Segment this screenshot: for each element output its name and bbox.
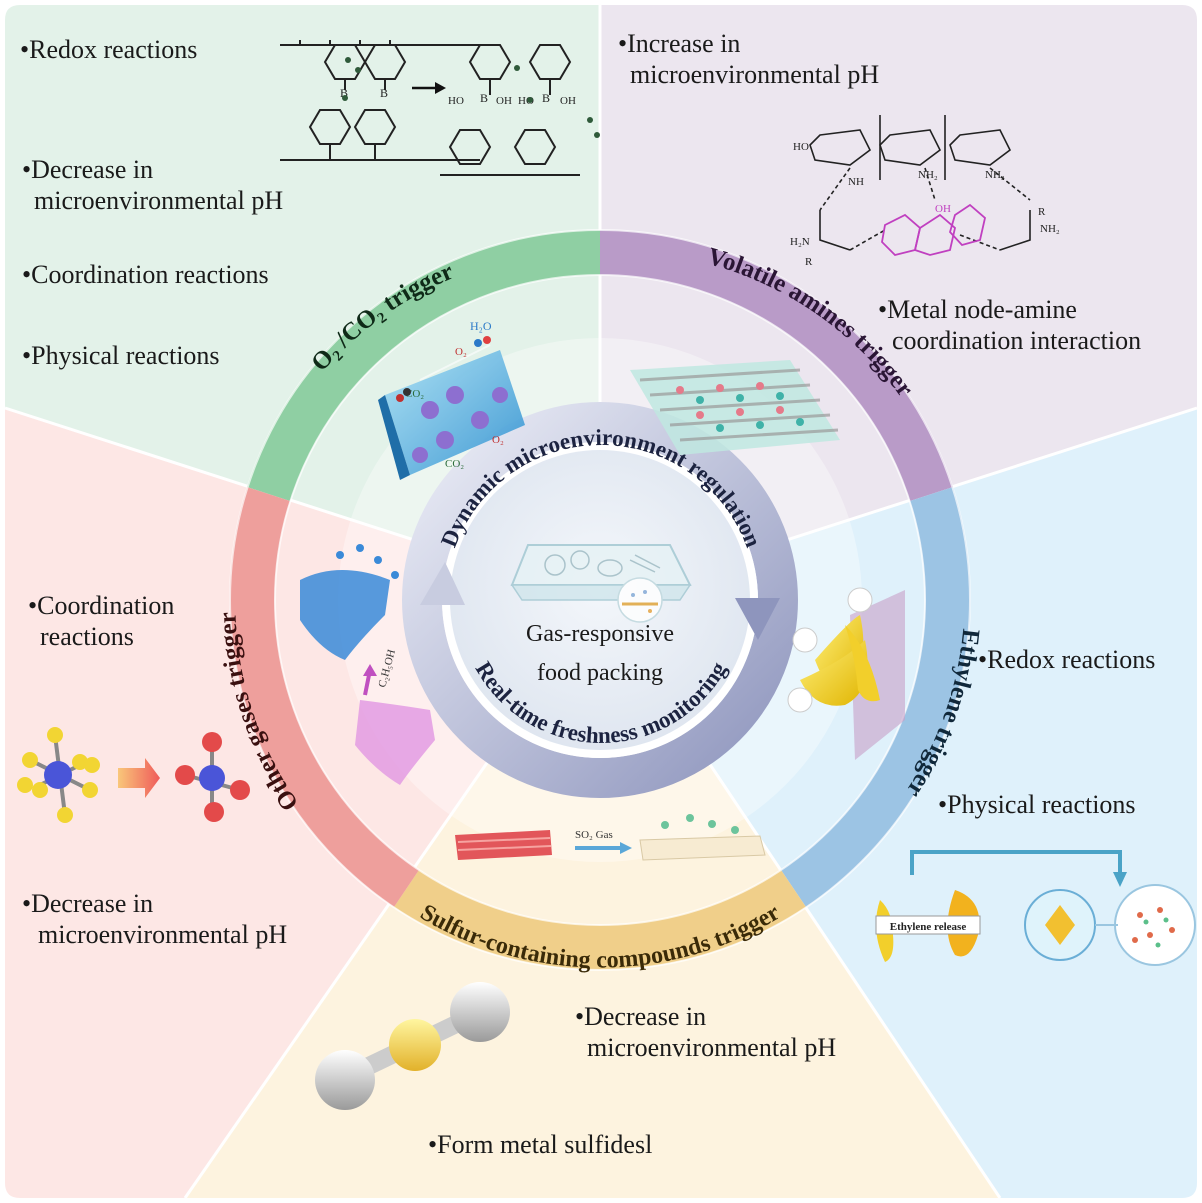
o2co2-point-4: •Physical reactions [22, 341, 220, 370]
nh2-label-1: NH₂ [918, 169, 938, 181]
other-point-2: •Decrease in [22, 889, 153, 918]
sulfur-point-2: •Form metal sulfidesl [428, 1130, 652, 1159]
sulfur-panel-text: •Decrease in microenvironmental pH •Form… [428, 1002, 836, 1159]
h2n-label: H₂N [790, 236, 810, 248]
trigger-ring [229, 229, 971, 971]
amines-point-2b: coordination interaction [892, 326, 1141, 355]
nh2-label-2: NH₂ [985, 169, 1005, 181]
nh-label: NH [848, 176, 864, 188]
amines-ring-arc [600, 229, 953, 501]
so4-molecule-icon [175, 732, 250, 822]
r-label-1: R [805, 256, 813, 268]
chitosan-anthocyanin-structure [809, 115, 1031, 251]
anthocyanin-ring [881, 203, 986, 256]
amines-point-1: •Increase in [618, 29, 740, 58]
boron-atom-1: B [340, 86, 348, 100]
o2-label-2: O₂ [492, 434, 504, 446]
sulfur-point-1: •Decrease in [575, 1002, 706, 1031]
o2co2-ring-arc [247, 229, 600, 501]
center-title-line2: food packing [537, 660, 663, 686]
sulfur-ring-arc [394, 870, 806, 970]
other-point-2b: microenvironmental pH [38, 920, 287, 949]
arrow-right-icon [735, 598, 780, 640]
ethylene-release-illustration: Ethylene release [875, 850, 1196, 966]
other-point-1: •Coordination [28, 591, 174, 620]
o2co2-film-illustration: CO₂ CO₂ O₂ O₂ H₂O [378, 319, 525, 480]
boron-atom-3: B [480, 91, 488, 105]
amines-panel [600, 5, 1197, 600]
ho-label-1: HO [448, 95, 464, 107]
sf6-molecule-icon [17, 727, 100, 823]
boronate-ester-structure [280, 40, 580, 176]
boron-atom-2: B [380, 86, 388, 100]
so2-molecule-icon [315, 982, 510, 1110]
ethylene-release-label: Ethylene release [890, 921, 967, 933]
amines-point-1b: microenvironmental pH [630, 60, 879, 89]
amines-film-illustration [630, 360, 840, 455]
other-point-1b: reactions [40, 622, 134, 651]
amines-panel-text: •Increase in microenvironmental pH •Meta… [618, 29, 1141, 355]
ethylene-point-2: •Physical reactions [938, 790, 1136, 819]
center-title-line1: Gas-responsive [526, 621, 674, 647]
other-ring-arc [229, 487, 419, 907]
arrow-left-icon [420, 562, 465, 605]
o2co2-point-3: •Coordination reactions [22, 260, 269, 289]
so2-gas-label: SO₂ Gas [575, 829, 613, 841]
other-panel-text: •Coordination reactions •Decrease in mic… [22, 591, 287, 949]
conversion-arrow-icon [118, 758, 160, 798]
o2-label-1: O₂ [455, 346, 467, 358]
so2-meat-illustration: SO₂ Gas [455, 814, 766, 861]
ho-label-3: HO [793, 141, 809, 153]
boron-atom-4: B [542, 91, 550, 105]
gas-dots [342, 57, 600, 138]
o2co2-point-2b: microenvironmental pH [34, 186, 283, 215]
ethylene-point-1: •Redox reactions [978, 645, 1155, 674]
reaction-arrow-icon [412, 82, 446, 94]
nh2-label-3: NH₂ [1040, 223, 1060, 235]
oh-label-3: OH [935, 203, 951, 215]
oh-label-2: OH [560, 95, 576, 107]
co2-label-2: CO₂ [445, 458, 464, 470]
o2co2-point-1: •Redox reactions [20, 35, 197, 64]
water-label: H₂O [470, 319, 492, 333]
r-label-2: R [1038, 206, 1046, 218]
ethylene-ring-arc [781, 487, 971, 907]
oh-label-1: OH [496, 95, 512, 107]
sulfur-point-1b: microenvironmental pH [587, 1033, 836, 1062]
amines-point-2: •Metal node-amine [878, 295, 1077, 324]
o2co2-point-2: •Decrease in [22, 155, 153, 184]
banana-illustration [787, 587, 905, 760]
ethylene-panel-text: •Redox reactions •Physical reactions [938, 645, 1155, 819]
o2co2-panel-text: •Redox reactions •Decrease in microenvir… [20, 35, 283, 370]
food-package-icon [510, 544, 692, 623]
